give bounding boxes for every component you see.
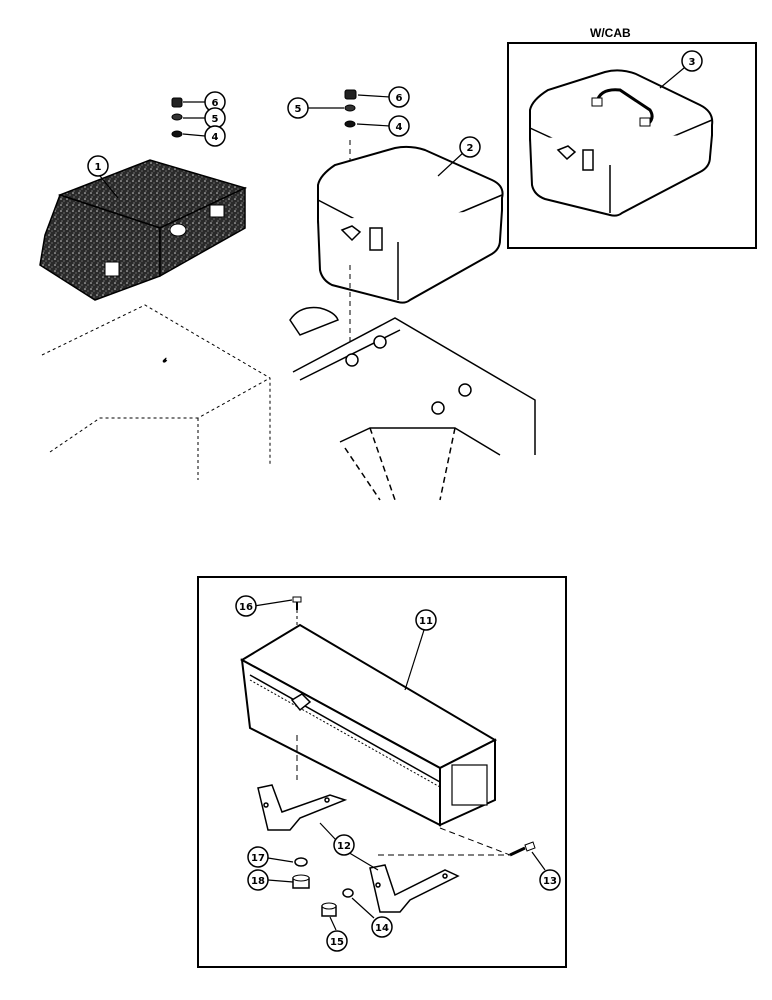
callout-label: 15 [330,937,344,948]
callout-label: 5 [212,114,219,125]
bracket-left [257,784,348,831]
toolbox-long [239,623,498,827]
callout-label: 6 [396,93,403,104]
callout-label: 4 [396,122,403,133]
callout-4-a: 4 [204,125,226,147]
callout-label: 18 [251,876,265,887]
callout-3: 3 [681,50,703,72]
callout-label: 12 [337,841,351,852]
bolt-side [509,841,536,857]
callout-1: 1 [87,155,109,177]
toolbox-with-handle [529,69,714,217]
callout-11: 11 [415,609,437,631]
callout-2: 2 [459,136,481,158]
callout-label: 1 [95,162,102,173]
callout-5-b: 5 [287,97,309,119]
callout-14: 14 [371,916,393,938]
hardware-stack-b [344,89,357,128]
callout-label: 14 [375,923,389,934]
washer-left [294,857,308,867]
bolt-top [292,596,302,610]
bracket-right [369,864,460,913]
callout-5-a: 5 [204,107,226,129]
nut-left [292,874,310,889]
callout-13: 13 [539,869,561,891]
callout-label: 3 [689,57,696,68]
callout-label: 6 [212,98,219,109]
leader-lines [99,67,685,931]
callout-label: 11 [419,616,433,627]
callout-6-b: 6 [388,86,410,108]
callout-12: 12 [333,834,355,856]
fender-right-frame [289,306,536,501]
callout-18: 18 [247,869,269,891]
callout-label: 4 [212,132,219,143]
callout-16: 16 [235,595,257,617]
inset-title: W/CAB [590,26,631,40]
toolbox-textured [39,159,248,301]
toolbox-smooth [317,145,504,304]
callout-label: 13 [543,876,557,887]
callout-label: 16 [239,602,253,613]
callout-label: 17 [251,853,265,864]
callout-17: 17 [247,846,269,868]
hardware-stack-a [171,97,183,138]
fender-left-outline: 𝓈 [41,304,271,480]
callout-4-b: 4 [388,115,410,137]
nut-lower [321,902,337,917]
washer-lower [342,888,354,898]
svg-text:𝓈: 𝓈 [163,355,167,365]
callout-label: 5 [295,104,302,115]
callout-15: 15 [326,930,348,952]
callout-label: 2 [467,143,474,154]
